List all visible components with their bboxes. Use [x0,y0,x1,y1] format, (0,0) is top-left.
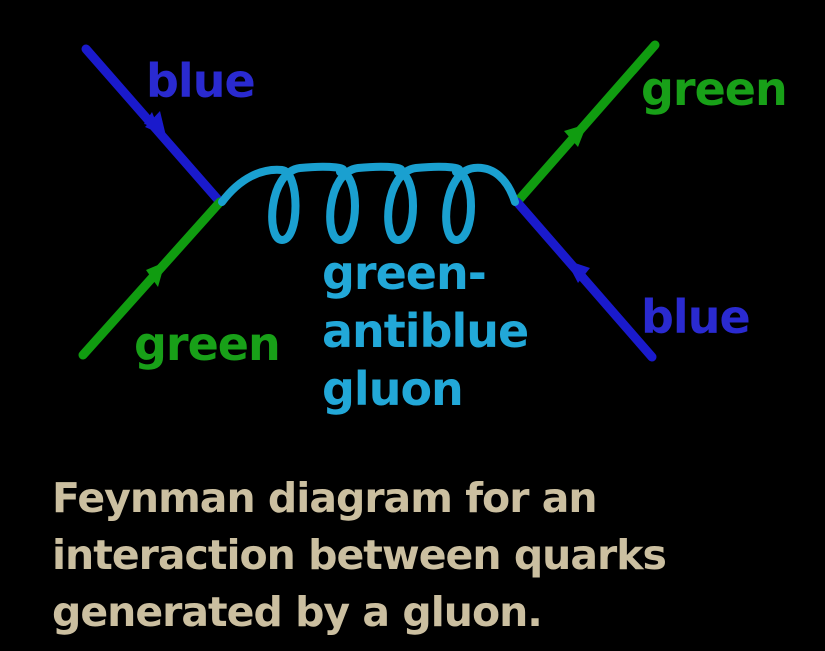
gluon-line [218,162,519,244]
quark-line-bottom-right-blue [512,197,657,362]
figure-caption: Feynman diagram for an interaction betwe… [52,474,667,636]
arrow-icon [566,260,590,283]
label-top-right-green: green [641,62,788,116]
quark-line-top-right-green [512,40,660,207]
label-bottom-left-green: green [134,317,281,371]
gluon-label-line: antiblue [322,304,529,358]
gluon-label-line: green- [322,246,487,300]
label-top-left-blue: blue [146,54,256,108]
arrow-icon [564,124,587,147]
gluon-label: green- antiblue gluon [322,244,529,418]
gluon-label-line: gluon [322,362,464,416]
arrow-icon [146,262,165,287]
quark-line-top-left-blue [81,44,225,207]
quark-line-bottom-left-green [78,197,225,360]
label-bottom-right-blue: blue [641,290,751,344]
